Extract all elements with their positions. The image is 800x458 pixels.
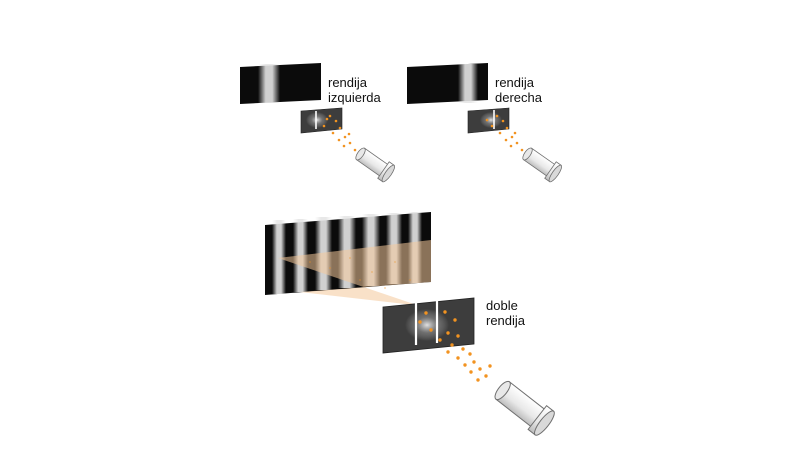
left-particle-gun-icon — [355, 147, 396, 183]
label-right-slit: rendija derecha — [495, 75, 542, 105]
label-double-slit-line1: doble — [486, 298, 518, 313]
right-particles — [485, 114, 524, 152]
double-particles — [418, 310, 492, 382]
label-double-slit-line2: rendija — [486, 313, 526, 328]
left-detector-band — [258, 64, 280, 103]
label-left-slit-line1: rendija — [328, 75, 368, 90]
left-particles — [322, 114, 357, 152]
beam-speckles — [309, 257, 411, 289]
double-particle-gun-icon — [494, 380, 555, 436]
right-slit-setup — [407, 63, 563, 183]
label-double-slit: doble rendija — [486, 298, 525, 328]
double-slit-setup — [265, 212, 555, 436]
left-detector-screen — [240, 63, 321, 104]
label-right-slit-line2: derecha — [495, 90, 542, 105]
right-particle-gun-icon — [522, 147, 563, 183]
projection-beam — [278, 240, 455, 318]
left-slit-setup — [240, 63, 396, 183]
label-left-slit: rendija izquierda — [328, 75, 381, 105]
label-left-slit-line2: izquierda — [328, 90, 381, 105]
right-detector-band — [458, 64, 478, 103]
left-plate-glow — [306, 112, 328, 128]
label-right-slit-line1: rendija — [495, 75, 535, 90]
